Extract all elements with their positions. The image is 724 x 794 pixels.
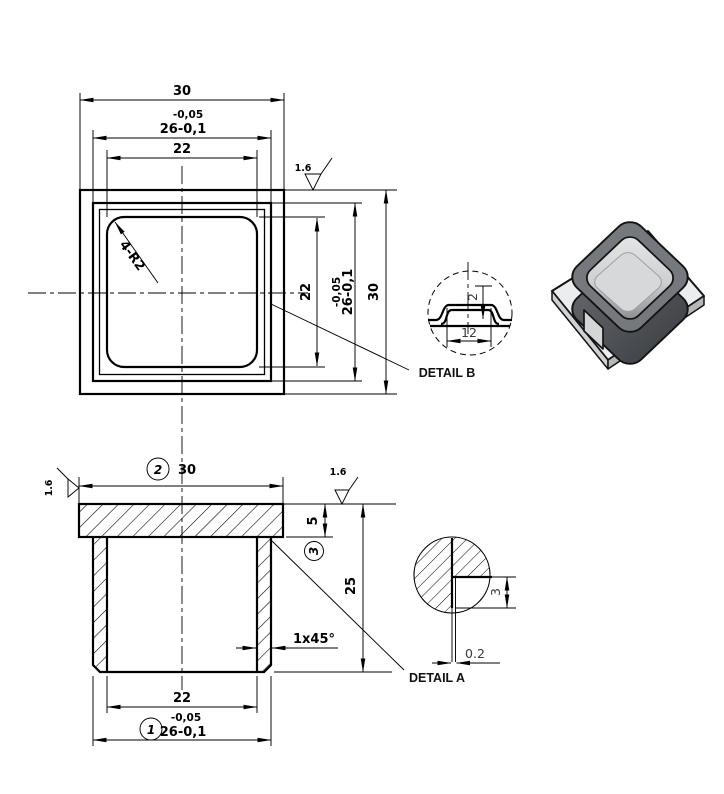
detail-b-height-text: 2 xyxy=(465,293,480,301)
balloon-1-text: 1 xyxy=(147,723,155,737)
dim-22-right-text: 22 xyxy=(299,283,314,301)
dim-22-top: 22 xyxy=(106,142,258,161)
balloon-2-text: 2 xyxy=(154,463,162,477)
section-dim-30-text: 30 xyxy=(178,463,196,478)
top-view: 30 -0,05 26-0,1 22 22 -0,05 26-0,1 30 xyxy=(28,84,410,690)
dim-30-right: 30 xyxy=(367,189,389,395)
detail-b-circle xyxy=(427,270,513,356)
dim-26-top-text: 26-0,1 xyxy=(160,122,207,137)
section-tol-text: -0,05 xyxy=(171,712,201,724)
section-dim-26-text: 26-0,1 xyxy=(160,725,207,740)
corner-radius-text: 4-R2 xyxy=(116,238,148,274)
section-dim-30: 2 30 xyxy=(78,457,284,503)
balloon-1-circle xyxy=(139,717,163,741)
iso-wall-notch xyxy=(583,309,604,350)
inner-rounded-square-22 xyxy=(105,215,259,369)
dim-22-right: 22 xyxy=(299,217,320,367)
dim-26-top: -0,05 26-0,1 xyxy=(92,109,272,141)
detail-b-width-text: 12 xyxy=(461,325,477,340)
top-view-extension-lines xyxy=(79,93,397,395)
balloon-3-circle xyxy=(304,541,324,561)
detail-a-dim-3: 3 xyxy=(488,576,510,609)
detail-b-dim-12: 12 xyxy=(446,308,492,347)
chamfer-callout: 1x45° xyxy=(236,632,338,651)
chamfer-text: 1x45° xyxy=(293,632,335,647)
section-dim-5: 5 3 xyxy=(283,503,396,561)
section-dim-22-text: 22 xyxy=(173,691,191,706)
flange-outline xyxy=(77,502,285,539)
tol-right-text: -0,05 xyxy=(331,277,343,307)
section-dim-26: 1 -0,05 26-0,1 xyxy=(92,676,272,746)
dim-22-top-text: 22 xyxy=(173,142,191,157)
flange-hatch xyxy=(79,504,283,537)
tol-top-text: -0,05 xyxy=(173,109,203,121)
section-dim-22: 22 xyxy=(106,676,258,713)
detail-b-label: DETAIL B xyxy=(419,366,475,380)
section-dim-25-text: 25 xyxy=(344,577,359,595)
left-wall-outline xyxy=(91,537,109,674)
detail-a-depth-text: 3 xyxy=(488,588,503,596)
corner-radius-callout: 4-R2 xyxy=(114,221,159,284)
detail-a-width-text: 0.2 xyxy=(465,646,485,661)
surface-finish-symbol-right: 1.6 xyxy=(330,467,359,506)
iso-view xyxy=(551,221,705,370)
detail-b: 2 12 DETAIL B xyxy=(419,262,513,380)
dim-30-right-text: 30 xyxy=(367,283,382,301)
right-wall-hatch xyxy=(257,537,271,672)
detail-b-dim-2: 2 xyxy=(465,285,492,320)
mid-square-26 xyxy=(91,201,273,383)
roughness-top-text: 1.6 xyxy=(295,163,312,174)
iso-cavity-floor xyxy=(594,252,662,312)
dim-30-top: 30 xyxy=(79,84,285,103)
right-wall-outline xyxy=(255,537,273,674)
section-view: 2 30 1.6 1.6 5 3 25 xyxy=(44,457,405,746)
outer-square-30 xyxy=(78,188,286,396)
left-wall-hatch xyxy=(93,537,107,672)
surface-finish-symbol-left: 1.6 xyxy=(44,467,80,499)
section-dim-25: 25 xyxy=(274,503,392,673)
intermediate-contour xyxy=(98,208,266,376)
dim-30-top-text: 30 xyxy=(173,84,191,99)
detail-a-dim-02: 0.2 xyxy=(432,646,500,666)
section-dim-5-text: 5 xyxy=(306,516,321,525)
balloon-3-text: 3 xyxy=(307,547,321,555)
detail-a: 3 0.2 DETAIL A xyxy=(409,536,516,685)
roughness-left-text: 1.6 xyxy=(44,479,55,496)
surface-finish-symbol-top: 1.6 xyxy=(295,157,333,192)
roughness-right-text: 1.6 xyxy=(330,467,347,478)
dim-26-right: -0,05 26-0,1 xyxy=(331,202,358,382)
leader-to-detail-a xyxy=(271,540,405,671)
leader-to-detail-b xyxy=(270,303,410,371)
dim-26-right-text: 26-0,1 xyxy=(341,269,356,316)
detail-b-profile xyxy=(428,303,512,328)
detail-a-label: DETAIL A xyxy=(409,671,465,685)
balloon-2-circle xyxy=(146,457,170,481)
